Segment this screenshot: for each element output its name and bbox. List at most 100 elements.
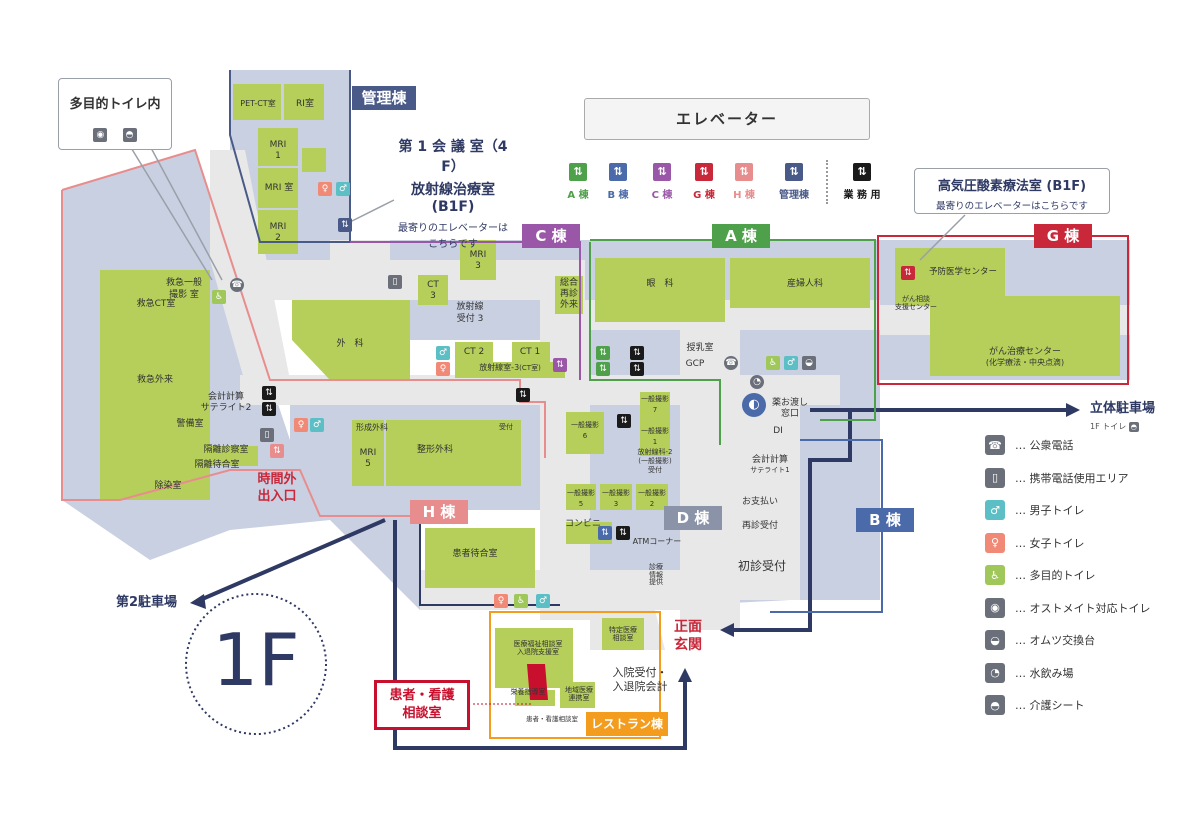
elevator-legend-title: エレベーター [584, 98, 870, 140]
room-payment: お支払い [741, 497, 778, 507]
care-sheet-icon: ◓ [1128, 422, 1139, 432]
legend-label: … 介護シート [1015, 699, 1085, 712]
room-general-xray5: 一般撮影 5 [567, 489, 595, 508]
room-isolation-waiting: 隔離待合室 [194, 460, 240, 470]
parking-tower-toilet-label: 1F トイレ [1090, 422, 1127, 431]
room-general-revisit: 総合 再診 外来 [559, 278, 578, 310]
room-convenience: コンビニ [564, 519, 601, 529]
after-hours-line2: 出入口 [257, 488, 297, 504]
accessible-toilet-icon: ♿ [985, 565, 1005, 585]
phone-icon: ☎ [985, 435, 1005, 455]
male-toilet-icon: ♂ [336, 182, 350, 196]
room-mri5: MRI 5 [359, 448, 377, 469]
room-first-visit-reception: 初診受付 [737, 559, 786, 573]
room-general-xray2: 一般撮影 2 [638, 489, 666, 508]
room-pet-ct: PET-CT室 [240, 99, 276, 108]
elevator-icon: ⇅ [853, 163, 871, 181]
room-admission: 入院受付・ 入退院会計 [612, 666, 668, 693]
room-accounting-satellite1: 会計計算 サテライト1 [735, 456, 805, 474]
mobile-icon: ▯ [388, 275, 402, 289]
male-toilet-icon: ♂ [536, 594, 550, 608]
elevator-legend-label: A 棟 [567, 190, 589, 201]
elevator-legend-item: ⇅G 棟 [684, 160, 724, 201]
elevator-legend-label: C 棟 [651, 190, 673, 201]
accessible-toilet-icon: ♿ [212, 290, 226, 304]
business-elevator-icon: ⇅ [630, 346, 644, 360]
conference-line4: こちらです [428, 239, 478, 250]
female-toilet-icon: ♀ [318, 182, 332, 196]
parking-tower-toilet: 1F トイレ ◓ [1090, 422, 1139, 432]
wing-label-a: A 棟 [712, 224, 770, 248]
legend-row: ◔… 水飲み場 [985, 662, 1074, 684]
room-decontamination: 除染室 [154, 481, 182, 491]
room-accounting-satellite2: 会計計算 サテライト2 [200, 392, 252, 413]
phone-icon: ☎ [230, 278, 244, 292]
room-ri: RI室 [296, 99, 314, 109]
room-reception: 受付 [499, 423, 513, 431]
room-welfare-consult: 医療福祉相談室 入退院支援室 [513, 640, 563, 657]
male-toilet-icon: ♂ [784, 356, 798, 370]
elevator-icon: ⇅ [735, 163, 753, 181]
mobile-icon: ▯ [985, 467, 1005, 488]
wing-label-d: D 棟 [664, 506, 722, 530]
wing-label-h: H 棟 [410, 500, 468, 524]
elevator-legend-label: B 棟 [607, 190, 629, 201]
room-nutrition: 栄養指導室 [510, 688, 546, 696]
room-special-consult: 特定医療 相談室 [609, 626, 637, 643]
male-toilet-icon: ♂ [310, 418, 324, 432]
radiology-room3-sub: (CT室) [519, 364, 541, 372]
a-elevator-icon: ⇅ [596, 362, 610, 376]
accounting-satellite1-sub: サテライト1 [750, 466, 790, 474]
conference-line2: 放射線治療室 (B1F) [411, 182, 495, 215]
legend-label: … 多目的トイレ [1015, 569, 1096, 582]
room-gcp: GCP [685, 359, 705, 369]
room-general-xray3: 一般撮影 3 [602, 489, 630, 508]
female-toilet-icon: ♀ [436, 362, 450, 376]
admin-elevator-icon: ⇅ [338, 218, 352, 232]
elevator-legend-label: H 棟 [733, 190, 755, 201]
legend-row: ◓ … 介護シート [985, 694, 1085, 716]
h-elevator-icon: ⇅ [270, 444, 284, 458]
room-orthopedics: 整形外科 [416, 445, 453, 455]
ostomate-icon: ◉ [93, 128, 108, 142]
hyperbaric-callout: 高気圧酸素療法室 (B1F) 最寄りのエレベーターはこちらです [914, 168, 1110, 214]
wing-label-b: B 棟 [856, 508, 914, 532]
main-entrance-line1: 正面 [674, 619, 702, 635]
c-elevator-icon: ⇅ [553, 358, 567, 372]
mobile-icon: ▯ [260, 428, 274, 442]
room-radiology2-reception: 放射線科-2 (一般撮影) 受付 [637, 448, 673, 475]
legend-label: … オムツ交換台 [1015, 634, 1096, 647]
consult-room-box: 患者・看護 相談室 [374, 680, 470, 730]
room-emergency-xray: 救急一般 撮影 室 [165, 278, 202, 300]
route-lines [199, 408, 1070, 750]
room-mri2: MRI 2 [269, 222, 287, 243]
water-fountain-icon: ◔ [985, 662, 1005, 683]
accessible-toilet-icon: ♿ [766, 356, 780, 370]
legend-row: ◒… オムツ交換台 [985, 629, 1095, 651]
radiology-room3-label: 放射線室-3 [479, 363, 520, 372]
room-mri-room: MRI 室 [264, 183, 294, 193]
ostomate-icon: ◉ [985, 597, 1005, 618]
room-emergency-ct: 救急CT室 [136, 299, 176, 309]
room-guard: 警備室 [176, 419, 204, 429]
care-sheet-icon: ◓ [985, 695, 1005, 715]
business-elevator-icon: ⇅ [262, 402, 276, 416]
legend-label: … 公衆電話 [1015, 439, 1074, 452]
room-ophthalmology: 眼 科 [646, 279, 674, 289]
room-consult-small: 患者・看護相談室 [526, 715, 578, 723]
route-arrowheads [190, 403, 1080, 682]
wing-label-g: G 棟 [1034, 224, 1092, 248]
elevator-divider [826, 160, 828, 204]
wing-label-admin: 管理棟 [352, 86, 416, 110]
floor-circle [185, 593, 327, 735]
legend-row: ♿ … 多目的トイレ [985, 564, 1096, 586]
male-toilet-icon: ♂ [985, 500, 1005, 520]
elevator-icon: ⇅ [785, 163, 803, 181]
legend-label: … 男子トイレ [1015, 504, 1085, 517]
room-cancer-consult: がん相談 支援センター [895, 295, 937, 311]
elevator-legend-item: ⇅C 棟 [642, 160, 682, 201]
room-mri1: MRI 1 [269, 140, 287, 161]
elevator-legend-item: ⇅業 務 用 [842, 160, 882, 201]
room-regional-medical: 地域医療 連携室 [565, 686, 593, 703]
